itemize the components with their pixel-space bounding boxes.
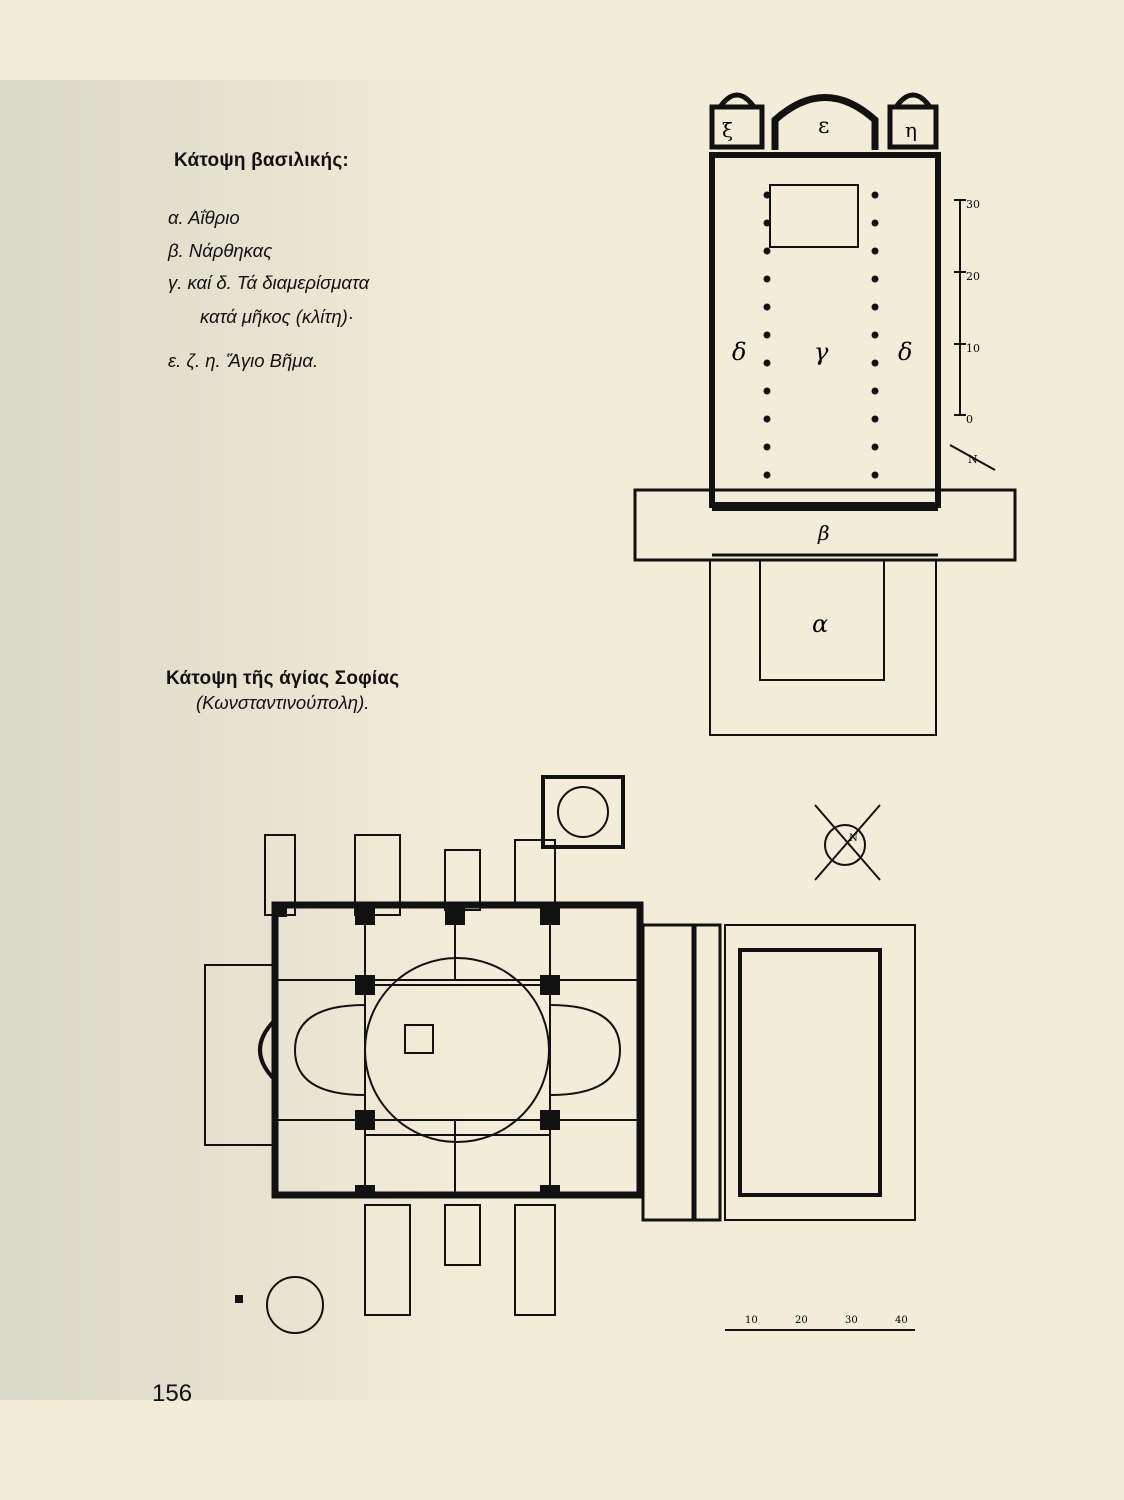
legend-item-sanctuary: ε. ζ. η. Ἅγιο Βῆμα. — [168, 350, 319, 371]
compass-icon: N — [849, 833, 858, 844]
hagia-sophia-caption-title: Κάτοψη τῆς άγίας Σοφίας — [166, 668, 400, 689]
legend-item-aisles-cont: κατά μῆκος (κλίτη)· — [200, 306, 354, 327]
basilica-floor-plan: ξ ε η δ γ δ β α 30 20 10 0 N — [633, 92, 1017, 736]
scale-tick-30: 30 — [966, 198, 980, 211]
facing-page-bleed — [0, 80, 560, 1400]
label-eta: η — [905, 118, 917, 142]
north-arrow-icon: N — [968, 453, 978, 466]
label-alpha: α — [812, 610, 828, 638]
legend-item-aisles: γ. καί δ. Τά διαμερίσματα — [168, 272, 370, 293]
label-epsilon: ε — [818, 114, 829, 139]
scale-tick-30: 30 — [845, 1315, 858, 1326]
page-number: 156 — [152, 1380, 193, 1407]
legend-item-atrium: α. Αΐθριο — [168, 207, 240, 228]
label-gamma: γ — [814, 338, 829, 366]
hagia-sophia-floor-plan: 10 20 30 40 N — [204, 775, 916, 1334]
label-delta-right: δ — [898, 338, 912, 366]
scale-tick-10: 10 — [966, 342, 980, 355]
scale-tick-40: 40 — [895, 1315, 908, 1326]
label-beta: β — [817, 521, 830, 545]
label-delta-left: δ — [732, 338, 746, 366]
legend-item-narthex: β. Νάρθηκας — [168, 240, 273, 261]
label-zeta: ξ — [722, 118, 733, 142]
scale-tick-20: 20 — [795, 1315, 808, 1326]
scale-tick-0: 0 — [966, 413, 973, 426]
basilica-caption-title: Κάτοψη βασιλικής: — [174, 150, 349, 171]
scale-tick-20: 20 — [966, 270, 980, 283]
scale-tick-10: 10 — [745, 1315, 758, 1326]
hagia-sophia-subtitle: (Κωνσταντινούπολη). — [196, 692, 370, 713]
